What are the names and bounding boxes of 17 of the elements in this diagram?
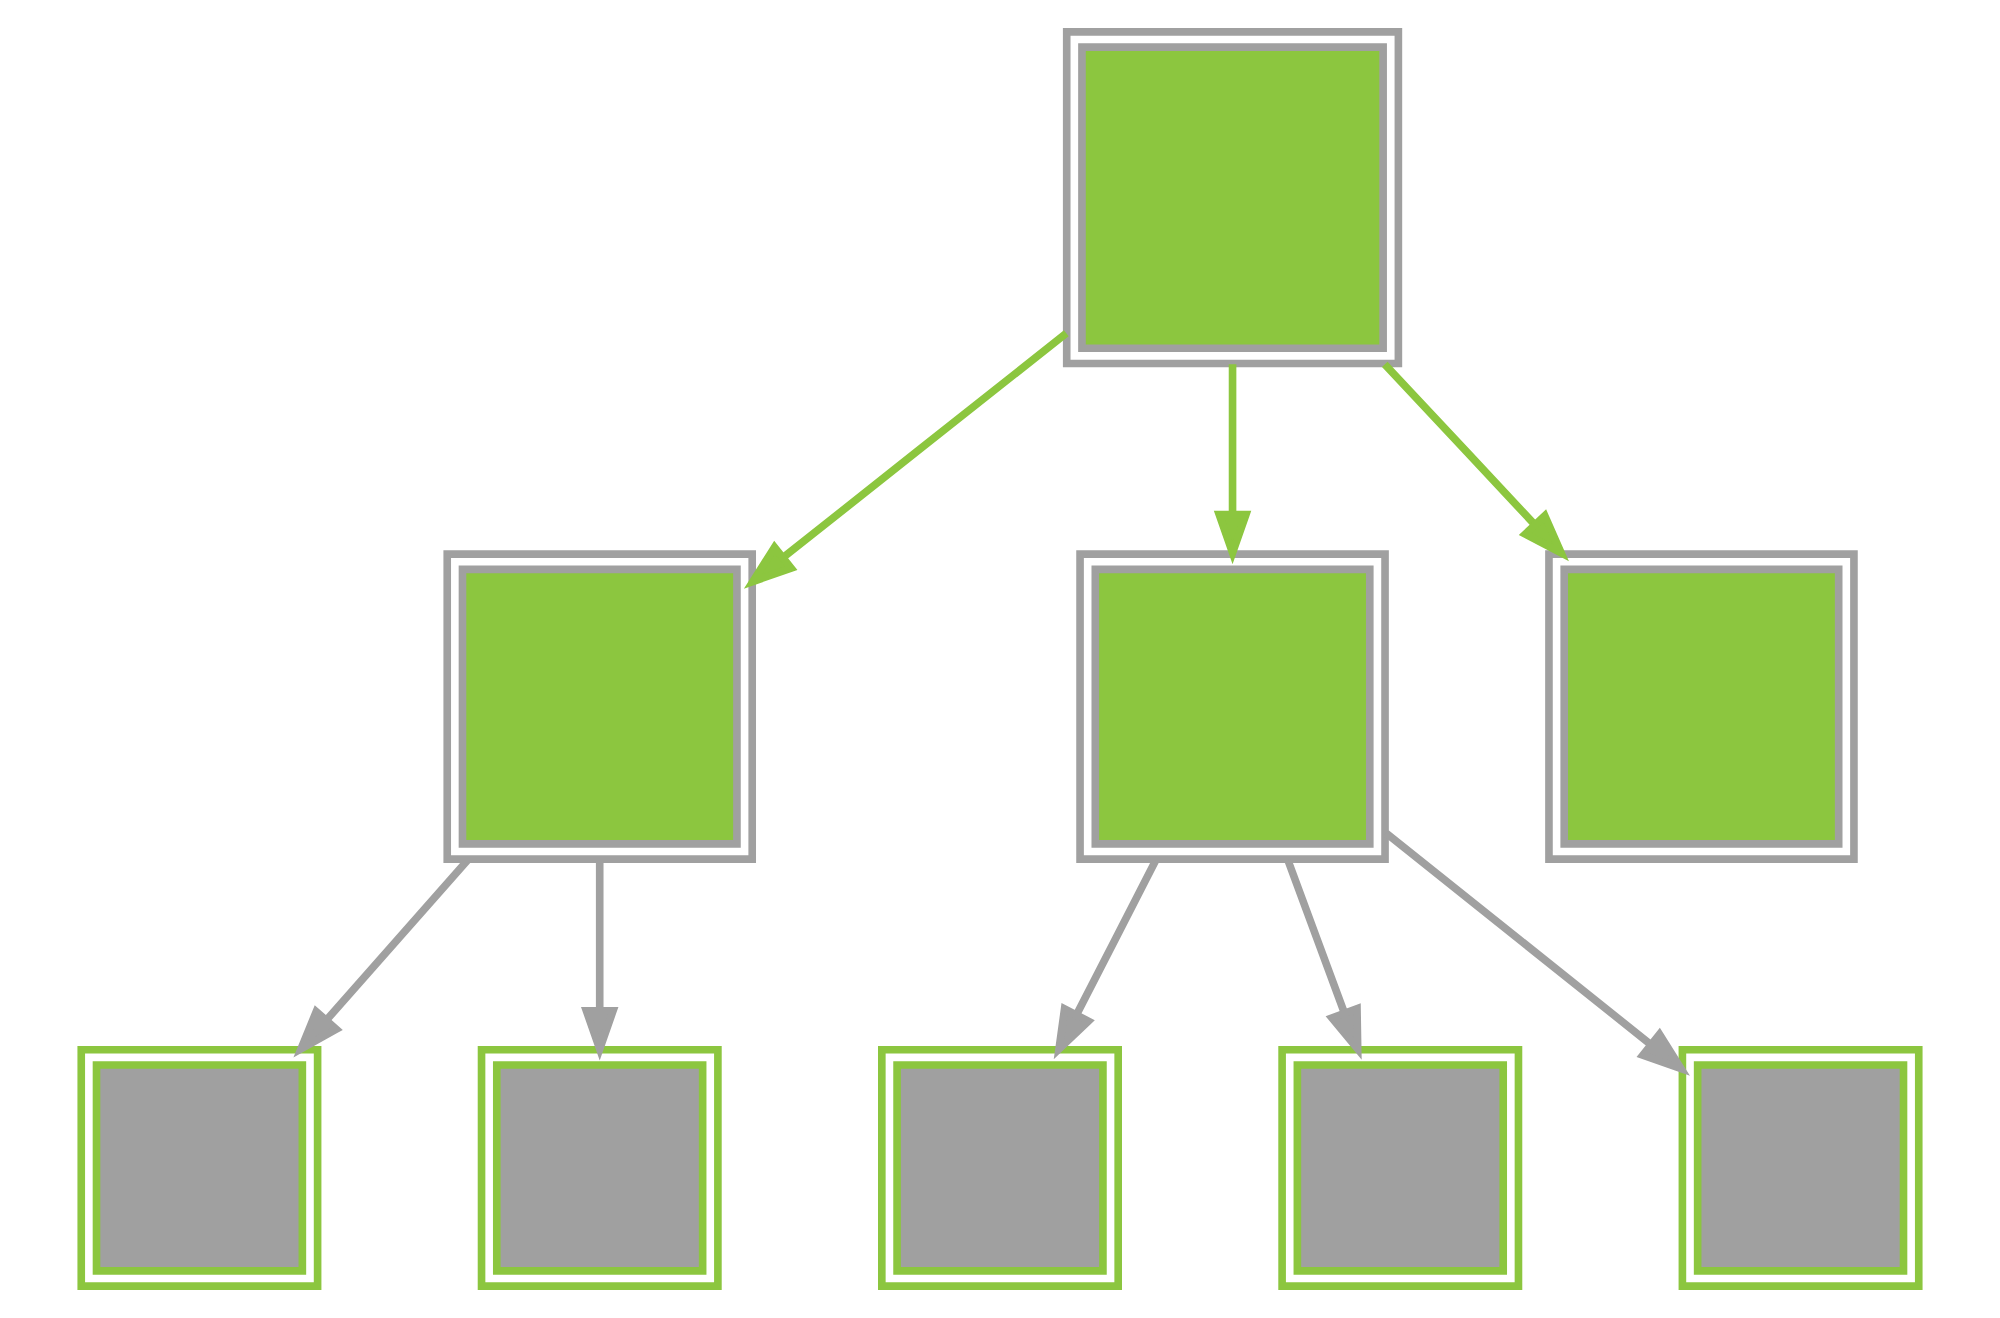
arrow (743, 330, 1069, 589)
arrow (1383, 830, 1690, 1076)
node-person (443, 550, 756, 863)
node-person (1062, 28, 1403, 368)
node-person (477, 1045, 722, 1290)
node-person (1278, 1045, 1523, 1290)
node-person (77, 1045, 322, 1290)
node-person (1545, 550, 1858, 863)
arrow (1382, 361, 1569, 562)
arrow (293, 857, 471, 1058)
arrow (1053, 858, 1160, 1060)
arrow (581, 860, 619, 1061)
node-person (1076, 550, 1389, 863)
node-person (1678, 1045, 1923, 1290)
arrow (1284, 858, 1362, 1060)
arrow (1213, 364, 1252, 565)
node-person (878, 1045, 1122, 1290)
